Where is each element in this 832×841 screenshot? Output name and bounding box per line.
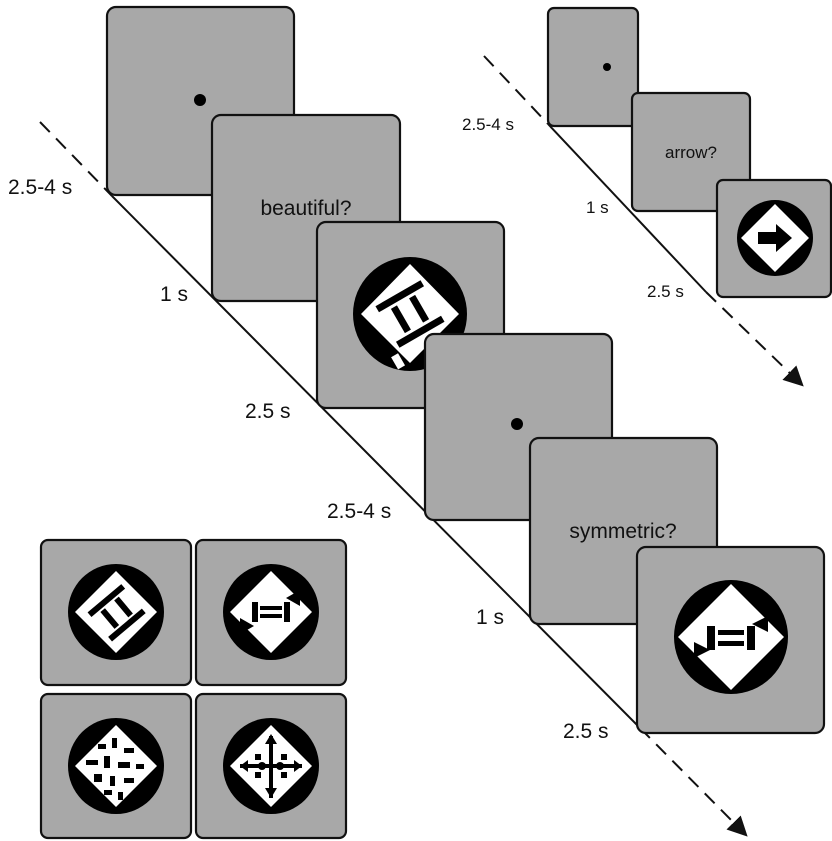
stimulus-screen-2 [635,545,826,735]
example-stimulus-3 [39,692,193,840]
timing-label: 2.5-4 s [462,115,514,134]
stimulus-pattern-icon [223,564,319,660]
example-stimulus-1 [39,538,193,687]
main-timeline-axis [111,195,641,729]
control-timeline-axis [547,123,707,293]
prompt-text: symmetric? [569,520,676,543]
arrow-right-icon [737,200,813,276]
main-timeline-start-dash [39,121,113,197]
control-timeline-arrow [705,291,804,387]
stimulus-pattern-icon [674,580,788,694]
fixation-dot-icon [603,63,611,71]
timing-label: 2.5-4 s [327,500,391,523]
prompt-text: arrow? [665,143,717,162]
timing-label: 2.5 s [563,720,609,743]
fixation-dot-icon [511,418,523,430]
control-timeline [483,55,804,387]
control-timeline-start-dash [483,55,549,125]
timing-label: 2.5-4 s [8,176,72,199]
example-stimulus-2 [194,538,348,687]
stimulus-pattern-icon [223,718,319,814]
stimulus-pattern-icon [68,564,164,660]
timing-label: 2.5 s [647,282,684,301]
control-stimulus-screen [715,178,832,299]
timing-label: 1 s [586,198,609,217]
main-timeline-arrow [639,727,748,837]
example-stimulus-4 [194,692,348,840]
control-fixation-screen [546,6,640,128]
main-timeline [39,121,748,837]
prompt-text: beautiful? [260,197,351,220]
stimulus-pattern-icon [68,718,164,814]
example-stimuli-grid [39,538,348,840]
timing-label: 1 s [476,606,504,629]
timing-label: 2.5 s [245,400,291,423]
fixation-dot-icon [194,94,206,106]
timing-label: 1 s [160,283,188,306]
